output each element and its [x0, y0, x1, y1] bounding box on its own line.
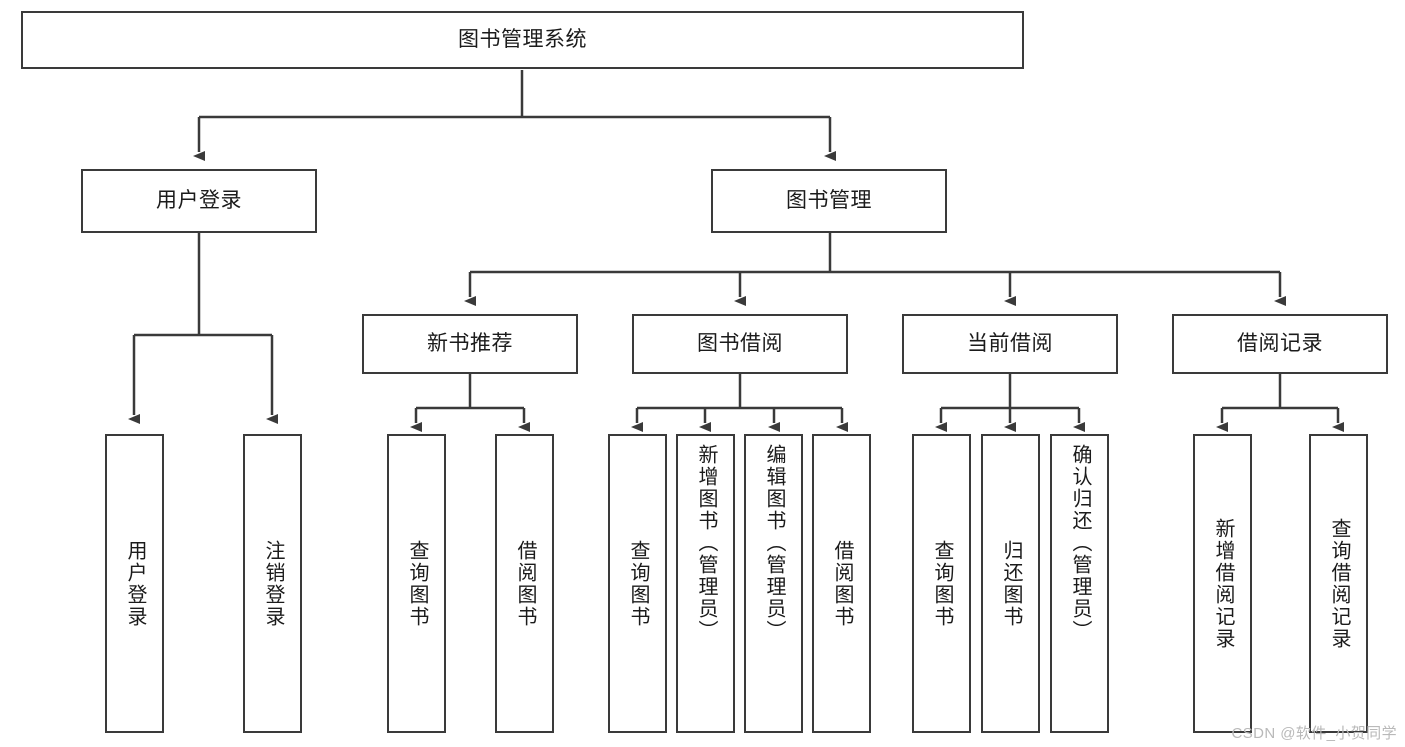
node-user-login-label: 用户登录: [156, 188, 242, 212]
node-leaf-query-record-label: 查询借阅记录: [1328, 517, 1350, 650]
node-root[interactable]: 图书管理系统: [21, 11, 1024, 69]
node-leaf-add-record[interactable]: 新增借阅记录: [1193, 434, 1252, 733]
node-leaf-user-login[interactable]: 用户登录: [105, 434, 164, 733]
node-current-borrow[interactable]: 当前借阅: [902, 314, 1118, 374]
node-leaf-edit-book-label: 编辑图书（管理员）: [763, 444, 785, 642]
node-leaf-query-book-3-label: 查询图书: [931, 539, 953, 628]
node-leaf-add-book-label: 新增图书（管理员）: [695, 444, 717, 642]
node-leaf-query-book-3[interactable]: 查询图书: [912, 434, 971, 733]
node-leaf-query-book-2-label: 查询图书: [627, 539, 649, 628]
node-leaf-query-record[interactable]: 查询借阅记录: [1309, 434, 1368, 733]
node-book-borrow-label: 图书借阅: [697, 331, 783, 355]
node-book-manage-label: 图书管理: [786, 188, 872, 212]
node-leaf-borrow-book-1[interactable]: 借阅图书: [495, 434, 554, 733]
node-leaf-query-book-1-label: 查询图书: [406, 539, 428, 628]
node-leaf-return-book-label: 归还图书: [1000, 539, 1022, 628]
node-leaf-add-book[interactable]: 新增图书（管理员）: [676, 434, 735, 733]
node-leaf-user-login-label: 用户登录: [124, 539, 146, 628]
node-leaf-logout-login[interactable]: 注销登录: [243, 434, 302, 733]
node-leaf-borrow-book-1-label: 借阅图书: [514, 539, 536, 628]
node-user-login[interactable]: 用户登录: [81, 169, 317, 233]
node-new-book-recommend-label: 新书推荐: [427, 331, 513, 355]
node-leaf-query-book-2[interactable]: 查询图书: [608, 434, 667, 733]
node-book-borrow[interactable]: 图书借阅: [632, 314, 848, 374]
watermark: CSDN @软件_小贺同学: [1231, 725, 1397, 742]
node-leaf-query-book-1[interactable]: 查询图书: [387, 434, 446, 733]
node-borrow-record[interactable]: 借阅记录: [1172, 314, 1388, 374]
node-leaf-confirm-return[interactable]: 确认归还（管理员）: [1050, 434, 1109, 733]
node-root-label: 图书管理系统: [458, 27, 587, 51]
node-book-manage[interactable]: 图书管理: [711, 169, 947, 233]
node-leaf-edit-book[interactable]: 编辑图书（管理员）: [744, 434, 803, 733]
node-leaf-confirm-return-label: 确认归还（管理员）: [1069, 444, 1091, 642]
node-leaf-borrow-book-2[interactable]: 借阅图书: [812, 434, 871, 733]
node-borrow-record-label: 借阅记录: [1237, 331, 1323, 355]
node-leaf-logout-login-label: 注销登录: [262, 539, 284, 628]
node-leaf-borrow-book-2-label: 借阅图书: [831, 539, 853, 628]
node-new-book-recommend[interactable]: 新书推荐: [362, 314, 578, 374]
node-current-borrow-label: 当前借阅: [967, 331, 1053, 355]
node-leaf-add-record-label: 新增借阅记录: [1212, 517, 1234, 650]
node-leaf-return-book[interactable]: 归还图书: [981, 434, 1040, 733]
